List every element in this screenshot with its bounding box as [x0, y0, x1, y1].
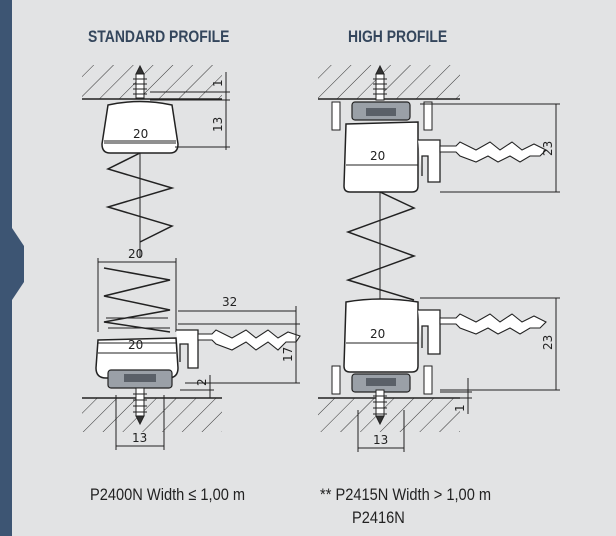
dim-stack-width: 20	[128, 247, 143, 261]
floor-hatch	[82, 398, 222, 432]
handle-grip	[439, 141, 547, 163]
floor-screw-icon	[373, 389, 387, 426]
rail-clip	[423, 101, 433, 131]
ceiling-hatch	[82, 65, 222, 99]
dim-bottom-width: 20	[128, 338, 143, 352]
floor-hatch	[318, 398, 460, 432]
rail-clip	[331, 365, 341, 395]
handle-bracket	[418, 309, 441, 355]
dim-top-height: 23	[541, 141, 555, 156]
dim-total-height: 17	[281, 347, 295, 362]
pointer-arrow-icon	[12, 228, 24, 300]
rail-slot	[366, 378, 396, 386]
handle-grip	[439, 313, 547, 335]
dim-rail-width: 13	[132, 431, 147, 445]
screw-icon	[133, 64, 147, 99]
accent-bar	[0, 0, 12, 536]
heading-high-profile: HIGH PROFILE	[348, 27, 448, 46]
rail-clip	[423, 365, 433, 395]
dim-carrier-width: 20	[370, 149, 385, 163]
caption-high-line1: ** P2415N Width > 1,00 m	[320, 485, 492, 504]
floor-screw-icon	[133, 387, 147, 426]
dim-arm-length: 32	[222, 295, 237, 309]
top-carrier	[101, 100, 179, 154]
rail-slot	[124, 374, 156, 382]
screw-icon	[373, 64, 387, 101]
dim-rail-width: 13	[373, 433, 388, 447]
dim-carrier-width: 20	[133, 127, 148, 141]
caption-standard: P2400N Width ≤ 1,00 m	[90, 485, 246, 504]
handle-bracket	[418, 139, 441, 183]
dim-gap: 2	[195, 378, 209, 386]
bottom-carrier	[343, 298, 419, 373]
standard-profile-drawing: 20 1 13 20 20 32 17	[82, 64, 301, 450]
dim-bottom-width: 20	[370, 327, 385, 341]
dim-top-gap: 1	[211, 79, 225, 87]
dim-bottom-height: 23	[541, 335, 555, 350]
handle-bracket	[176, 329, 199, 369]
caption-high-line2: P2416N	[352, 508, 405, 527]
ceiling-hatch	[318, 65, 460, 99]
heading-standard-profile: STANDARD PROFILE	[88, 27, 230, 46]
high-profile-drawing: 20 23 20 23	[318, 64, 560, 452]
stacked-pleats	[103, 267, 171, 333]
rail-clip	[331, 101, 341, 131]
pleat-zigzag	[345, 191, 417, 301]
rail-slot	[366, 108, 396, 116]
dim-gap: 1	[453, 404, 467, 412]
dim-carrier-height: 13	[211, 117, 225, 132]
top-carrier	[343, 121, 419, 193]
